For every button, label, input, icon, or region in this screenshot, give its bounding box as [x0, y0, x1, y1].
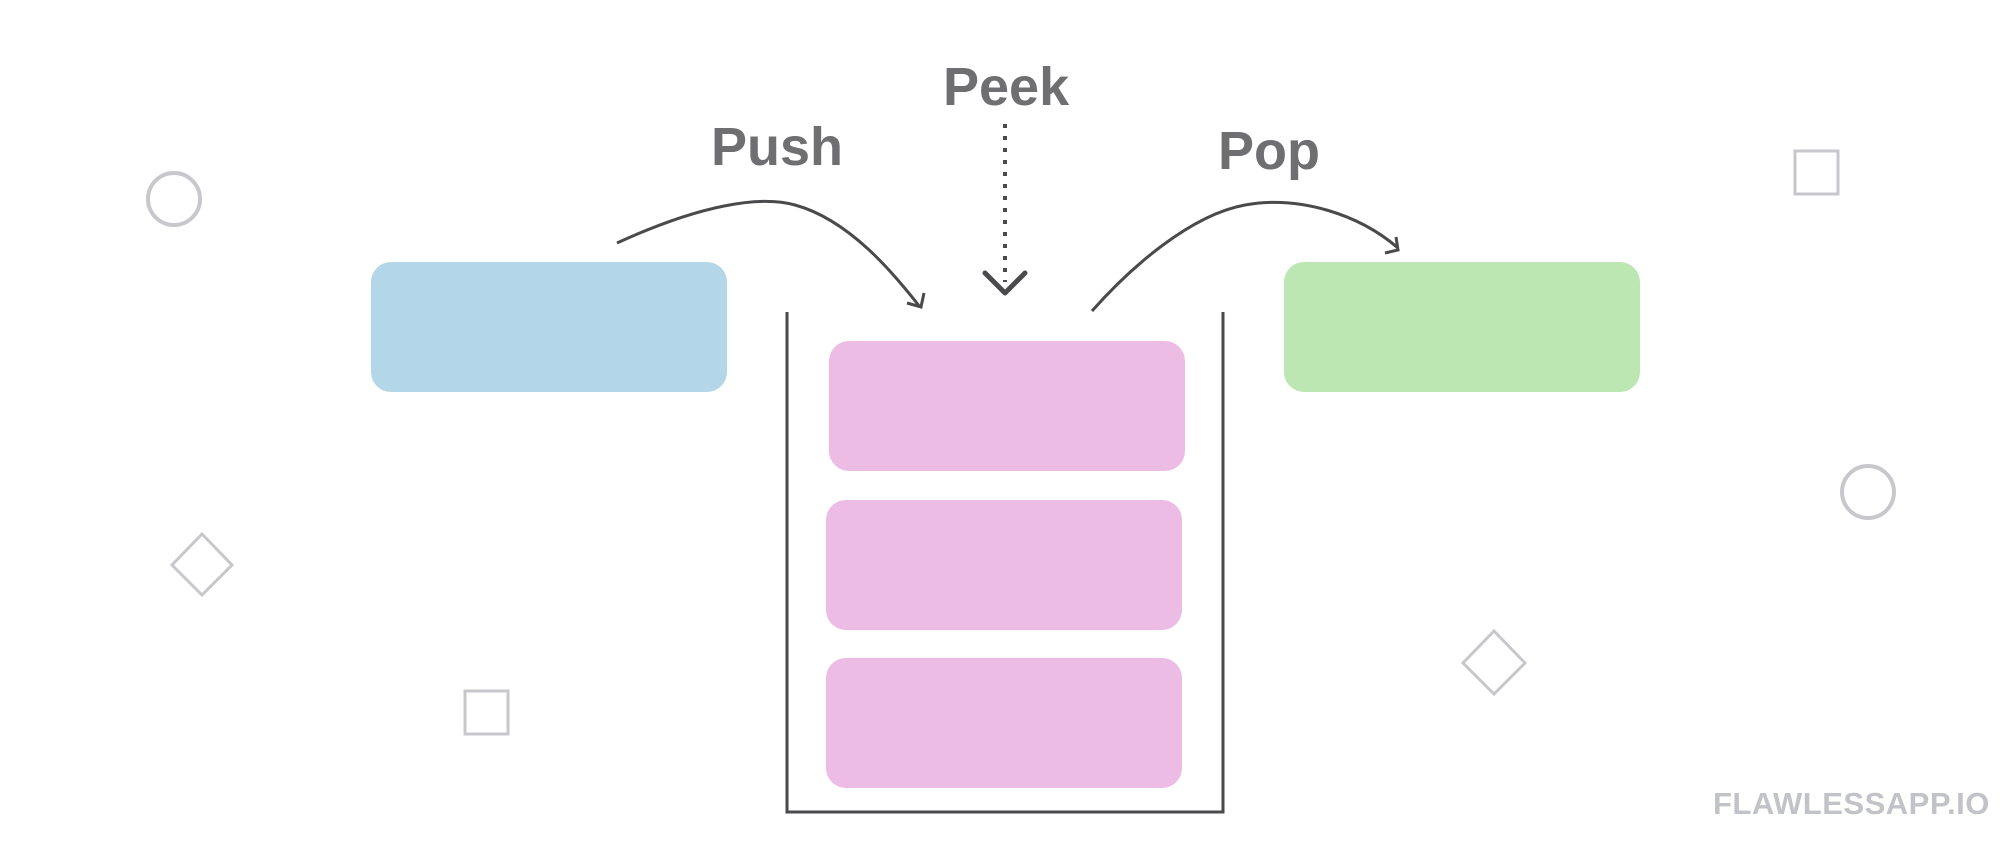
pop-arrowhead: [1384, 236, 1400, 255]
diamond-icon: [1460, 628, 1528, 697]
square-icon: [1793, 149, 1840, 196]
stack-block-middle: [826, 500, 1182, 630]
square-icon: [463, 689, 510, 736]
pop-arrow: [1090, 201, 1399, 312]
push-arrowhead: [906, 292, 926, 309]
watermark: FLAWLESSAPP.IO: [1713, 786, 1990, 821]
push-arrow: [616, 199, 922, 308]
peek-arrowhead: [982, 270, 1028, 296]
diamond-icon: [169, 531, 235, 598]
stack-block-top: [829, 341, 1185, 471]
stack-block-bottom: [826, 658, 1182, 788]
stack-container: [785, 312, 1225, 814]
circle-icon: [146, 171, 202, 227]
popped-block: [1284, 262, 1640, 392]
peek-label: Peek: [943, 57, 1070, 117]
incoming-block: [371, 262, 727, 392]
circle-icon: [1840, 464, 1896, 520]
pop-label: Pop: [1218, 121, 1320, 181]
push-label: Push: [711, 117, 844, 177]
